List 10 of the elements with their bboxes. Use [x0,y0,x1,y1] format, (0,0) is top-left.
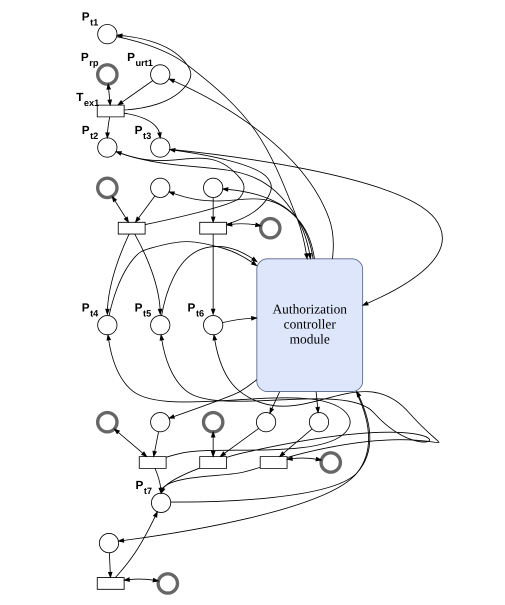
node-label: P$_{t2}$ [81,124,98,141]
node-label: P$_{urt1}$ [126,50,152,68]
node-label: P$_{t6}$ [187,301,204,318]
node-label: P$_{t7}$ [134,479,152,496]
node-label: T$_{ex1}$ [76,91,99,108]
node-label: P$_{t1}$ [81,10,98,28]
node-label: P$_{rp}$ [80,50,98,68]
node-label: P$_{t5}$ [134,301,151,318]
node-label: P$_{t4}$ [81,301,98,318]
node-label: P$_{t3}$ [134,124,151,141]
